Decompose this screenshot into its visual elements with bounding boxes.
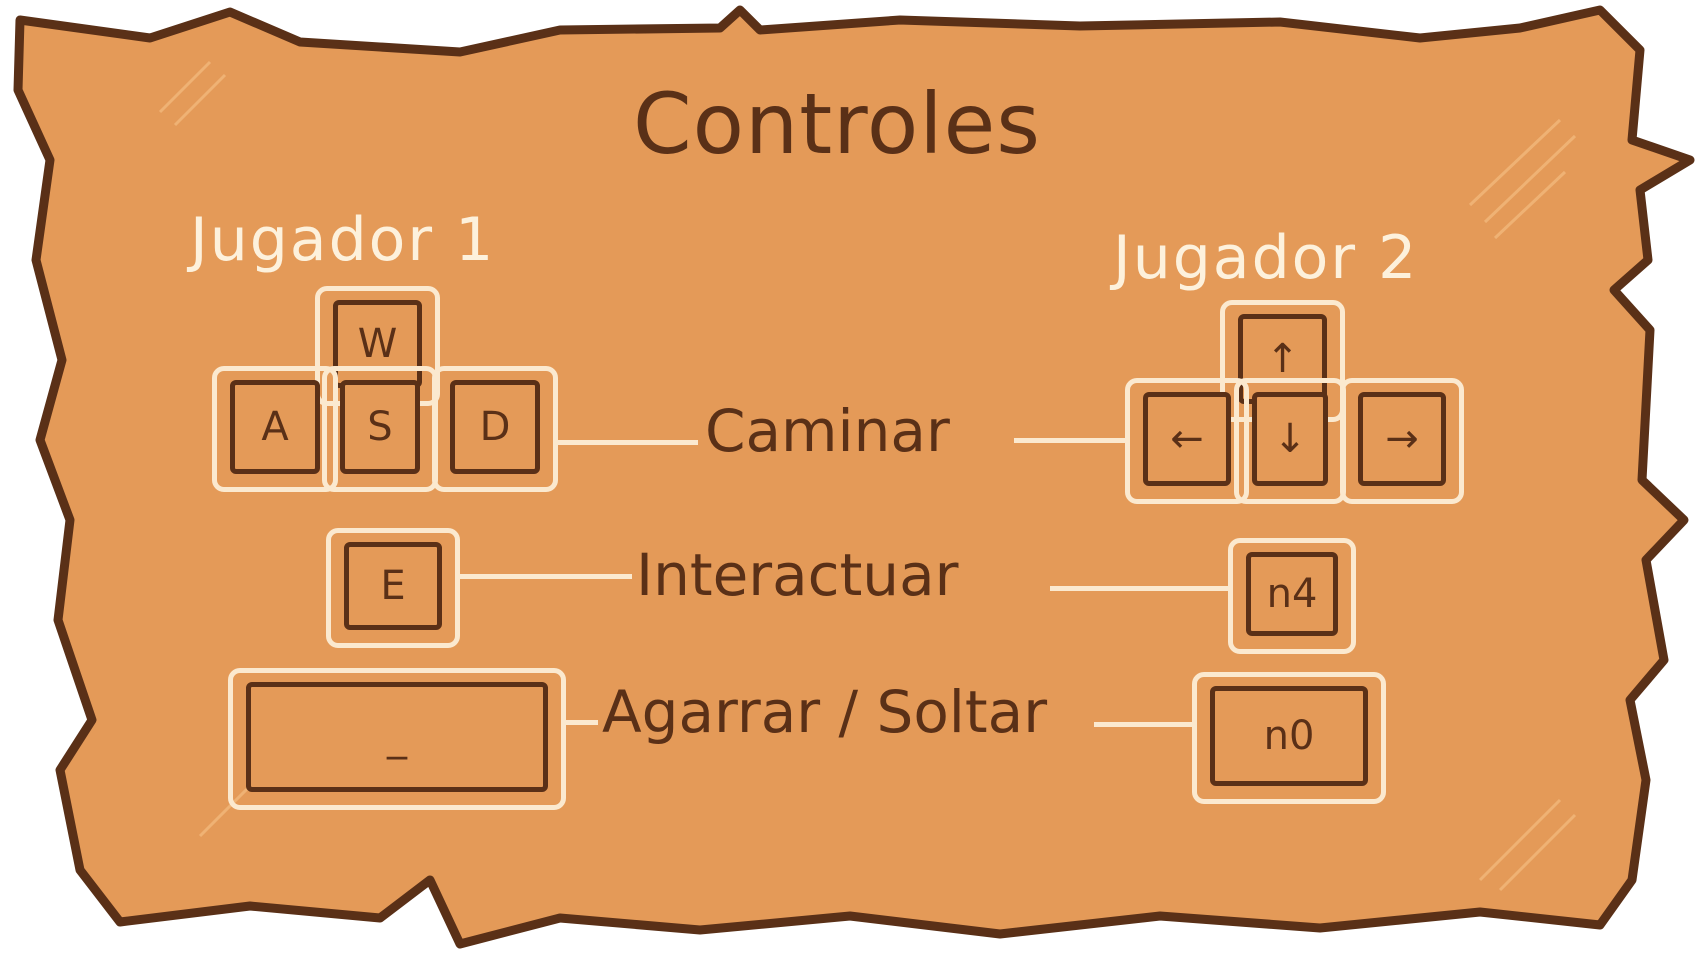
action-walk: Caminar [705,397,950,465]
p2-key-down-label: ↓ [1252,392,1328,486]
p2-interact-key: n4 [1228,538,1356,654]
p1-key-up: W [315,286,440,406]
p2-key-left: ← [1125,378,1249,504]
p2-grab-key: n0 [1192,672,1386,804]
p1-key-left: A [212,366,338,492]
p2-key-right-label: → [1358,392,1446,486]
p2-key-right: → [1340,378,1464,504]
p1-grab-key: _ [228,668,566,810]
p2-key-down: ↓ [1234,378,1346,504]
grab-connector-right [1094,722,1192,727]
walk-connector-left [558,440,698,445]
player2-label: Jugador 2 [1113,223,1419,293]
walk-connector-right [1014,438,1125,443]
p1-key-left-label: A [230,380,320,474]
p1-key-down: S [322,366,438,492]
player1-label: Jugador 1 [190,205,496,275]
page-title: Controles [632,75,1042,173]
p1-grab-key-label: _ [246,682,548,792]
interact-connector-left [460,574,632,579]
p1-interact-key: E [326,528,460,648]
action-grab: Agarrar / Soltar [602,678,1048,746]
p2-key-left-label: ← [1143,392,1231,486]
p1-key-down-label: S [340,380,420,474]
grab-connector-left [566,720,598,725]
p1-key-right: D [432,366,558,492]
p1-key-right-label: D [450,380,540,474]
p2-grab-key-label: n0 [1210,686,1368,786]
action-interact: Interactuar [636,541,959,609]
p1-interact-key-label: E [344,542,442,630]
interact-connector-right [1050,586,1228,591]
p2-interact-key-label: n4 [1246,552,1338,636]
p1-key-up-label: W [333,300,422,388]
